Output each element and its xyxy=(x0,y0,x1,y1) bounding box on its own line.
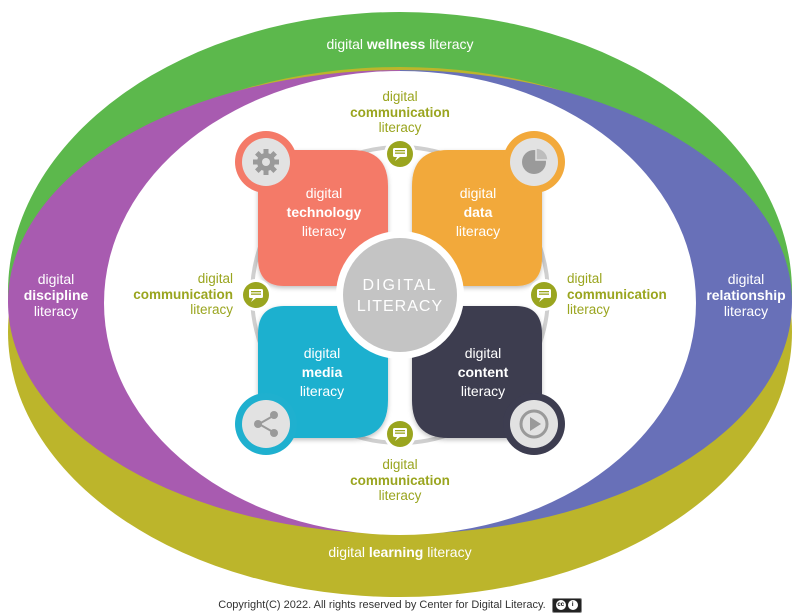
svg-text:communication: communication xyxy=(350,105,450,120)
media-bold: media xyxy=(302,364,343,380)
media-post: literacy xyxy=(300,383,344,399)
content-bold: content xyxy=(458,364,509,380)
communication-label-right: digital communication literacy xyxy=(567,271,667,317)
svg-text:relationship: relationship xyxy=(706,287,785,303)
copyright-footer: Copyright(C) 2022. All rights reserved b… xyxy=(0,596,800,614)
data-post: literacy xyxy=(456,223,500,239)
copyright-text: Copyright(C) 2022. All rights reserved b… xyxy=(218,599,546,611)
discipline-label: digital discipline literacy xyxy=(24,271,89,319)
svg-text:digital: digital xyxy=(198,271,233,286)
communication-label-left: digital communication literacy xyxy=(133,271,233,317)
data-pre: digital xyxy=(460,185,497,201)
svg-text:communication: communication xyxy=(567,287,667,302)
svg-text:digital: digital xyxy=(567,271,602,286)
communication-icon-left xyxy=(240,279,272,311)
svg-text:digital: digital xyxy=(382,89,417,104)
media-pre: digital xyxy=(304,345,341,361)
wellness-label: digital wellness literacy xyxy=(326,36,473,52)
cc-by-icon[interactable]: cc i xyxy=(551,597,582,613)
svg-text:literacy: literacy xyxy=(567,302,610,317)
svg-text:communication: communication xyxy=(350,473,450,488)
communication-icon-right xyxy=(528,279,560,311)
svg-text:discipline: discipline xyxy=(24,287,89,303)
data-bold: data xyxy=(464,204,493,220)
communication-label-bottom: digital communication literacy xyxy=(350,457,450,503)
play-icon xyxy=(519,409,549,439)
technology-bold: technology xyxy=(287,204,362,220)
svg-text:literacy: literacy xyxy=(34,303,78,319)
share-icon xyxy=(254,411,278,437)
svg-text:literacy: literacy xyxy=(379,488,422,503)
center-circle xyxy=(343,238,457,352)
center-title-line2: LITERACY xyxy=(357,298,443,315)
content-post: literacy xyxy=(461,383,505,399)
center-title-line1: DIGITAL xyxy=(362,277,437,294)
svg-text:digital: digital xyxy=(728,271,765,287)
communication-icon-top xyxy=(384,138,416,170)
svg-text:literacy: literacy xyxy=(379,120,422,135)
svg-text:digital: digital xyxy=(382,457,417,472)
by-symbol: i xyxy=(567,600,578,610)
svg-text:literacy: literacy xyxy=(724,303,768,319)
media-icon-bg xyxy=(242,400,290,448)
content-pre: digital xyxy=(465,345,502,361)
relationship-label: digital relationship literacy xyxy=(706,271,785,319)
cc-symbol: cc xyxy=(555,600,566,610)
svg-text:digital: digital xyxy=(38,271,75,287)
communication-icon-bottom xyxy=(384,418,416,450)
learning-label: digital learning literacy xyxy=(328,544,471,560)
communication-label-top: digital communication literacy xyxy=(350,89,450,135)
svg-text:literacy: literacy xyxy=(190,302,233,317)
gear-icon xyxy=(253,149,279,175)
technology-post: literacy xyxy=(302,223,346,239)
technology-pre: digital xyxy=(306,185,343,201)
svg-text:communication: communication xyxy=(133,287,233,302)
pie-chart-icon xyxy=(522,147,549,174)
